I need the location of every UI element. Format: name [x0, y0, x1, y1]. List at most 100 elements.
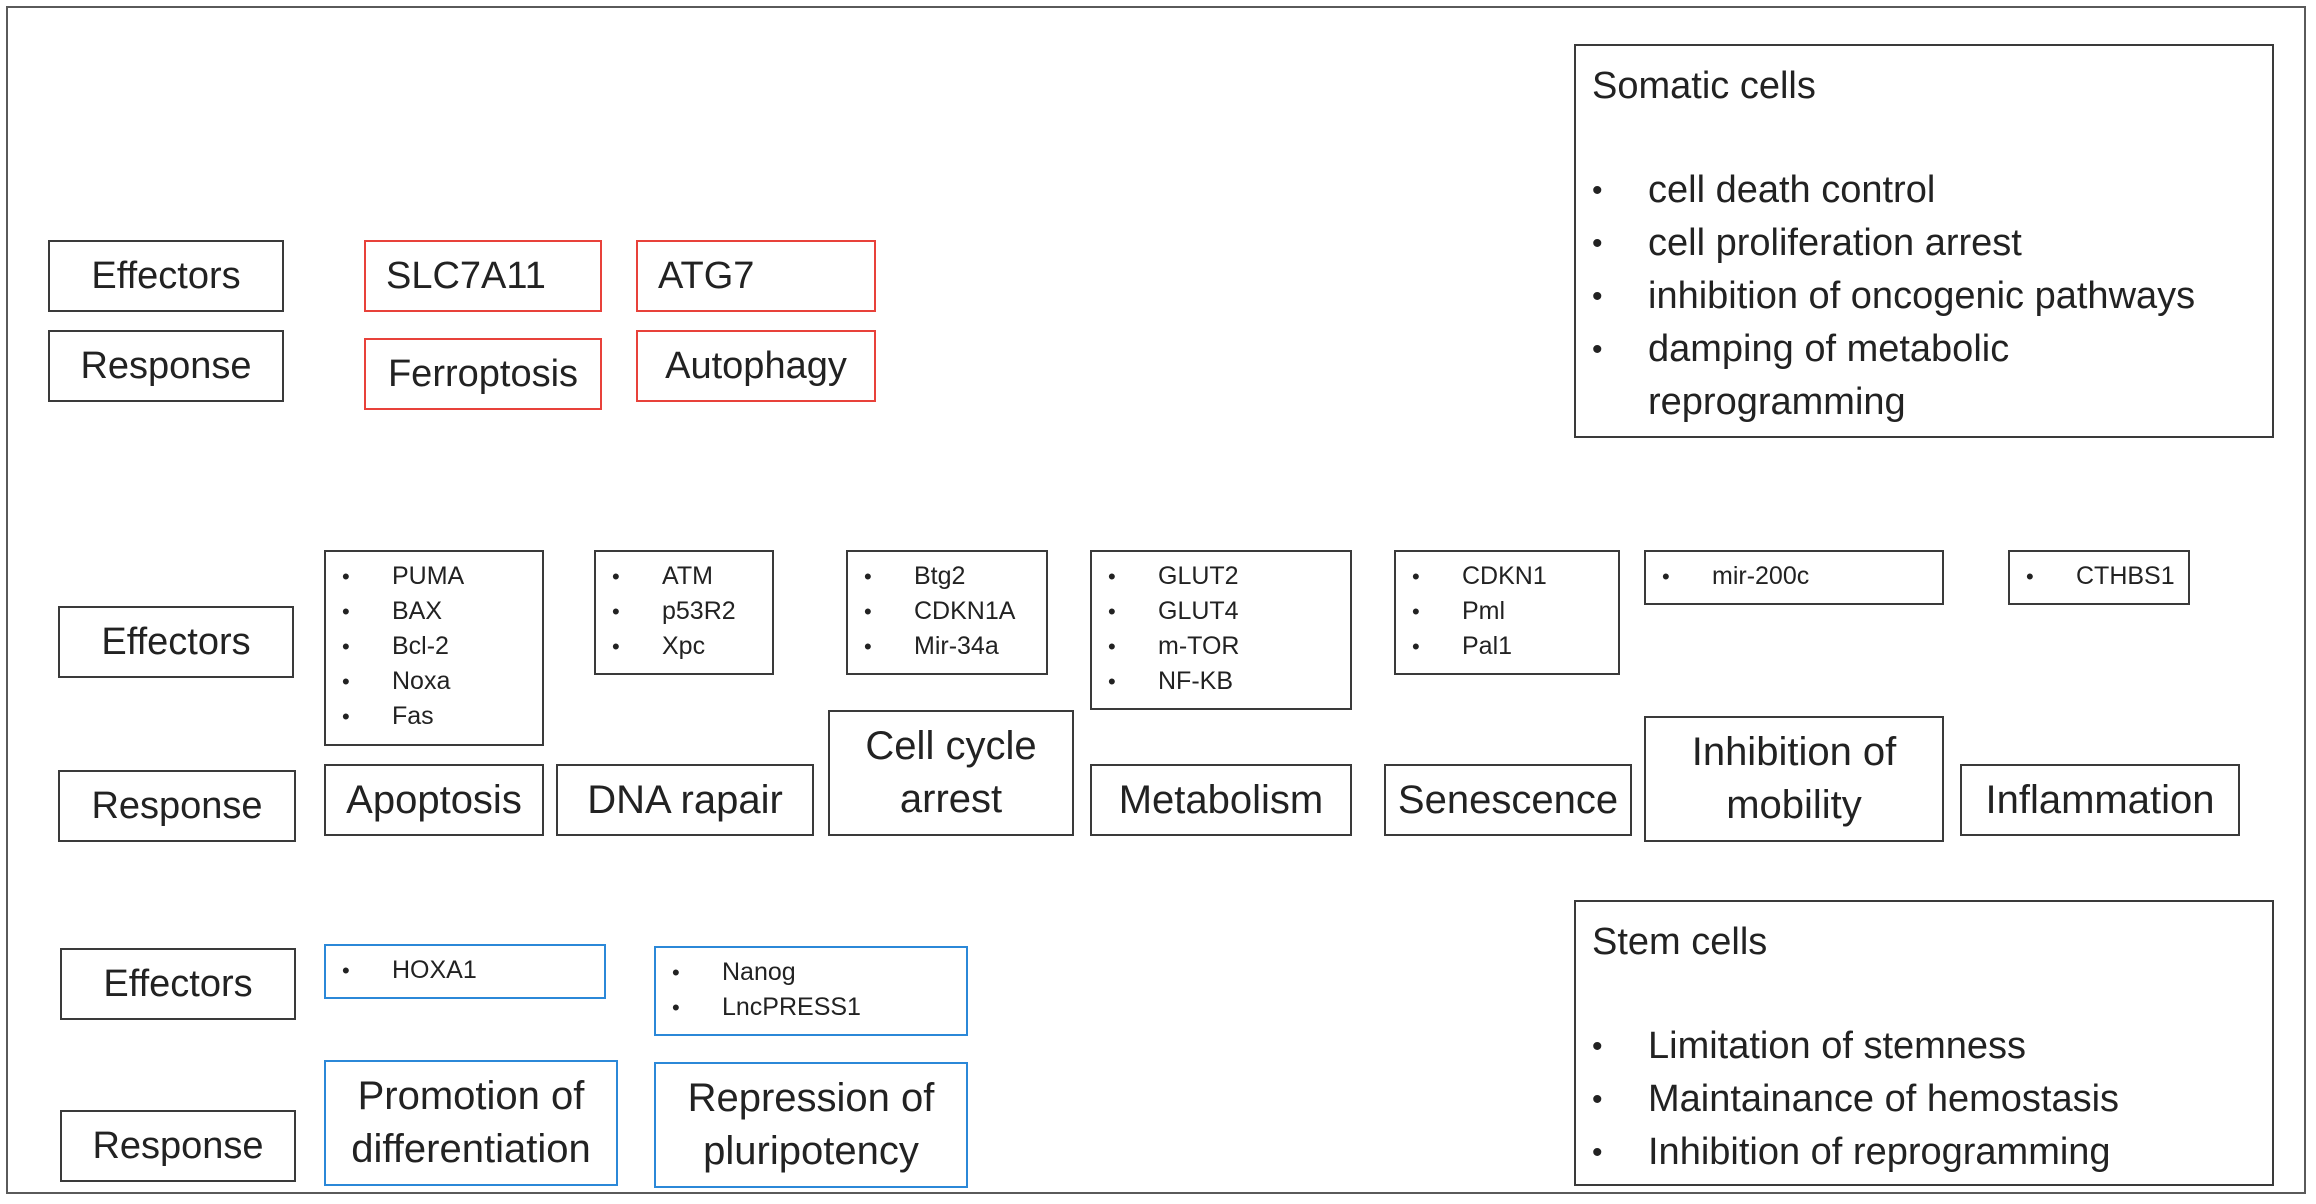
panel-item-text: damping of metabolic reprogramming: [1648, 328, 2010, 423]
effector-item: • BAX: [342, 594, 542, 629]
bullet-icon: •: [672, 995, 680, 1020]
bullet-icon: •: [342, 669, 350, 694]
panel-item: •Inhibition of reprogramming: [1592, 1126, 2272, 1179]
response-cell-cycle-arrest: Cell cycle arrest: [828, 710, 1074, 836]
effector-name: Noxa: [392, 667, 451, 695]
effector-item: • GLUT2: [1108, 559, 1350, 594]
bullet-icon: •: [864, 634, 872, 659]
bullet-icon: •: [342, 599, 350, 624]
effector-name: PUMA: [392, 562, 465, 590]
bullet-icon: •: [612, 634, 620, 659]
response-label-bottom: Response: [60, 1110, 296, 1182]
effectors-apoptosis: • PUMA • BAX • Bcl-2 • Noxa •Fas: [324, 550, 544, 746]
bullet-icon: •: [1592, 1083, 1603, 1116]
stem-cells-title: Stem cells: [1592, 921, 1768, 963]
bullet-icon: •: [342, 704, 350, 729]
somatic-cells-panel: Somatic cells • cell death control • cell p…: [1574, 44, 2274, 438]
effector-item: • Xpc: [612, 629, 772, 664]
bullet-icon: •: [1662, 564, 1670, 589]
response-dna-repair: DNA rapair: [556, 764, 814, 836]
effector-item: • CDKN1A: [864, 594, 1046, 629]
effector-name: m-TOR: [1158, 632, 1240, 660]
effector-name: p53R2: [662, 597, 736, 625]
effector-name: Btg2: [914, 562, 966, 590]
effector-name: Mir-34a: [914, 632, 999, 660]
panel-item-text: Limitation of stemness: [1648, 1025, 2027, 1067]
effector-item: •ATM: [612, 559, 772, 594]
panel-item-text: Maintainance of hemostasis: [1648, 1078, 2120, 1120]
effectors-label-bottom: Effectors: [60, 948, 296, 1020]
effectors-inflammation: •CTHBS1: [2008, 550, 2190, 605]
effector-item: •Fas: [342, 699, 542, 734]
stem-cells-panel: Stem cells •Limitation of stemness•Maint…: [1574, 900, 2274, 1186]
effector-name: mir-200c: [1712, 562, 1810, 590]
bullet-icon: •: [1592, 280, 1603, 313]
bullet-icon: •: [864, 564, 872, 589]
effector-item: • mir-200c: [1662, 559, 1942, 594]
effector-item: •Pal1: [1412, 629, 1618, 664]
bullet-icon: •: [1412, 599, 1420, 624]
response-repression-of-pluripotency: Repression of pluripotency: [654, 1062, 968, 1188]
effector-slc7a11: SLC7A11: [364, 240, 602, 312]
effector-item: •CTHBS1: [2026, 559, 2188, 594]
effectors-label-middle: Effectors: [58, 606, 294, 678]
effector-item: •p53R2: [612, 594, 772, 629]
effector-name: LncPRESS1: [722, 993, 861, 1021]
panel-item: •damping of metabolic reprogramming: [1592, 323, 2272, 429]
effectors-senescence: • CDKN1 • Pml •Pal1: [1394, 550, 1620, 675]
effector-name: GLUT2: [1158, 562, 1239, 590]
panel-item-text: cell proliferation arrest: [1648, 222, 2022, 264]
effector-name: GLUT4: [1158, 597, 1239, 625]
effector-atg7: ATG7: [636, 240, 876, 312]
response-metabolism: Metabolism: [1090, 764, 1352, 836]
effector-item: • Noxa: [342, 664, 542, 699]
effector-name: CTHBS1: [2076, 562, 2175, 590]
effectors-metabolism: •GLUT2•GLUT4•m-TOR•NF-KB: [1090, 550, 1352, 710]
stem-cells-list: •Limitation of stemness•Maintainance of …: [1592, 1020, 2272, 1179]
effector-name: HOXA1: [392, 956, 477, 984]
bullet-icon: •: [1108, 564, 1116, 589]
bullet-icon: •: [342, 634, 350, 659]
somatic-cells-title: Somatic cells: [1592, 65, 1816, 107]
effector-name: ATM: [662, 562, 713, 590]
effector-item: •Nanog: [672, 955, 966, 990]
effector-name: Xpc: [662, 632, 706, 660]
bullet-icon: •: [864, 599, 872, 624]
effector-name: CDKN1A: [914, 597, 1016, 625]
bullet-icon: •: [1592, 227, 1603, 260]
bullet-icon: •: [1592, 1136, 1603, 1169]
response-label-middle: Response: [58, 770, 296, 842]
effector-item: • LncPRESS1: [672, 990, 966, 1025]
effectors-cell-cycle-arrest: • Btg2 • CDKN1A • Mir-34a: [846, 550, 1048, 675]
response-label-top: Response: [48, 330, 284, 402]
somatic-cells-list: • cell death control • cell proliferation a…: [1592, 164, 2272, 429]
effector-item: • GLUT4: [1108, 594, 1350, 629]
effector-item: • Mir-34a: [864, 629, 1046, 664]
effector-item: • Bcl-2: [342, 629, 542, 664]
panel-item-text: cell death control: [1648, 169, 1936, 211]
effector-item: • Btg2: [864, 559, 1046, 594]
response-inhibition-of-mobility: Inhibition of mobility: [1644, 716, 1944, 842]
bullet-icon: •: [1108, 669, 1116, 694]
bullet-icon: •: [1108, 634, 1116, 659]
effector-name: BAX: [392, 597, 443, 625]
effectors-dna-repair: •ATM•p53R2 • Xpc: [594, 550, 774, 675]
bullet-icon: •: [1412, 564, 1420, 589]
bullet-icon: •: [342, 564, 350, 589]
panel-item: • cell proliferation arrest: [1592, 217, 2272, 270]
panel-item: •Limitation of stemness: [1592, 1020, 2272, 1073]
effectors-promotion-of-differentiation: • HOXA1: [324, 944, 606, 999]
effector-item: • HOXA1: [342, 953, 604, 988]
bullet-icon: •: [342, 958, 350, 983]
effector-name: Pml: [1462, 597, 1506, 625]
response-promotion-of-differentiation: Promotion of differentiation: [324, 1060, 618, 1186]
effector-name: CDKN1: [1462, 562, 1547, 590]
effectors-inhibition-of-mobility: • mir-200c: [1644, 550, 1944, 605]
effector-name: Bcl-2: [392, 632, 449, 660]
bullet-icon: •: [1108, 599, 1116, 624]
panel-item-text: inhibition of oncogenic pathways: [1648, 275, 2196, 317]
effectors-label-top: Effectors: [48, 240, 284, 312]
effector-item: • PUMA: [342, 559, 542, 594]
response-apoptosis: Apoptosis: [324, 764, 544, 836]
effector-item: • Pml: [1412, 594, 1618, 629]
